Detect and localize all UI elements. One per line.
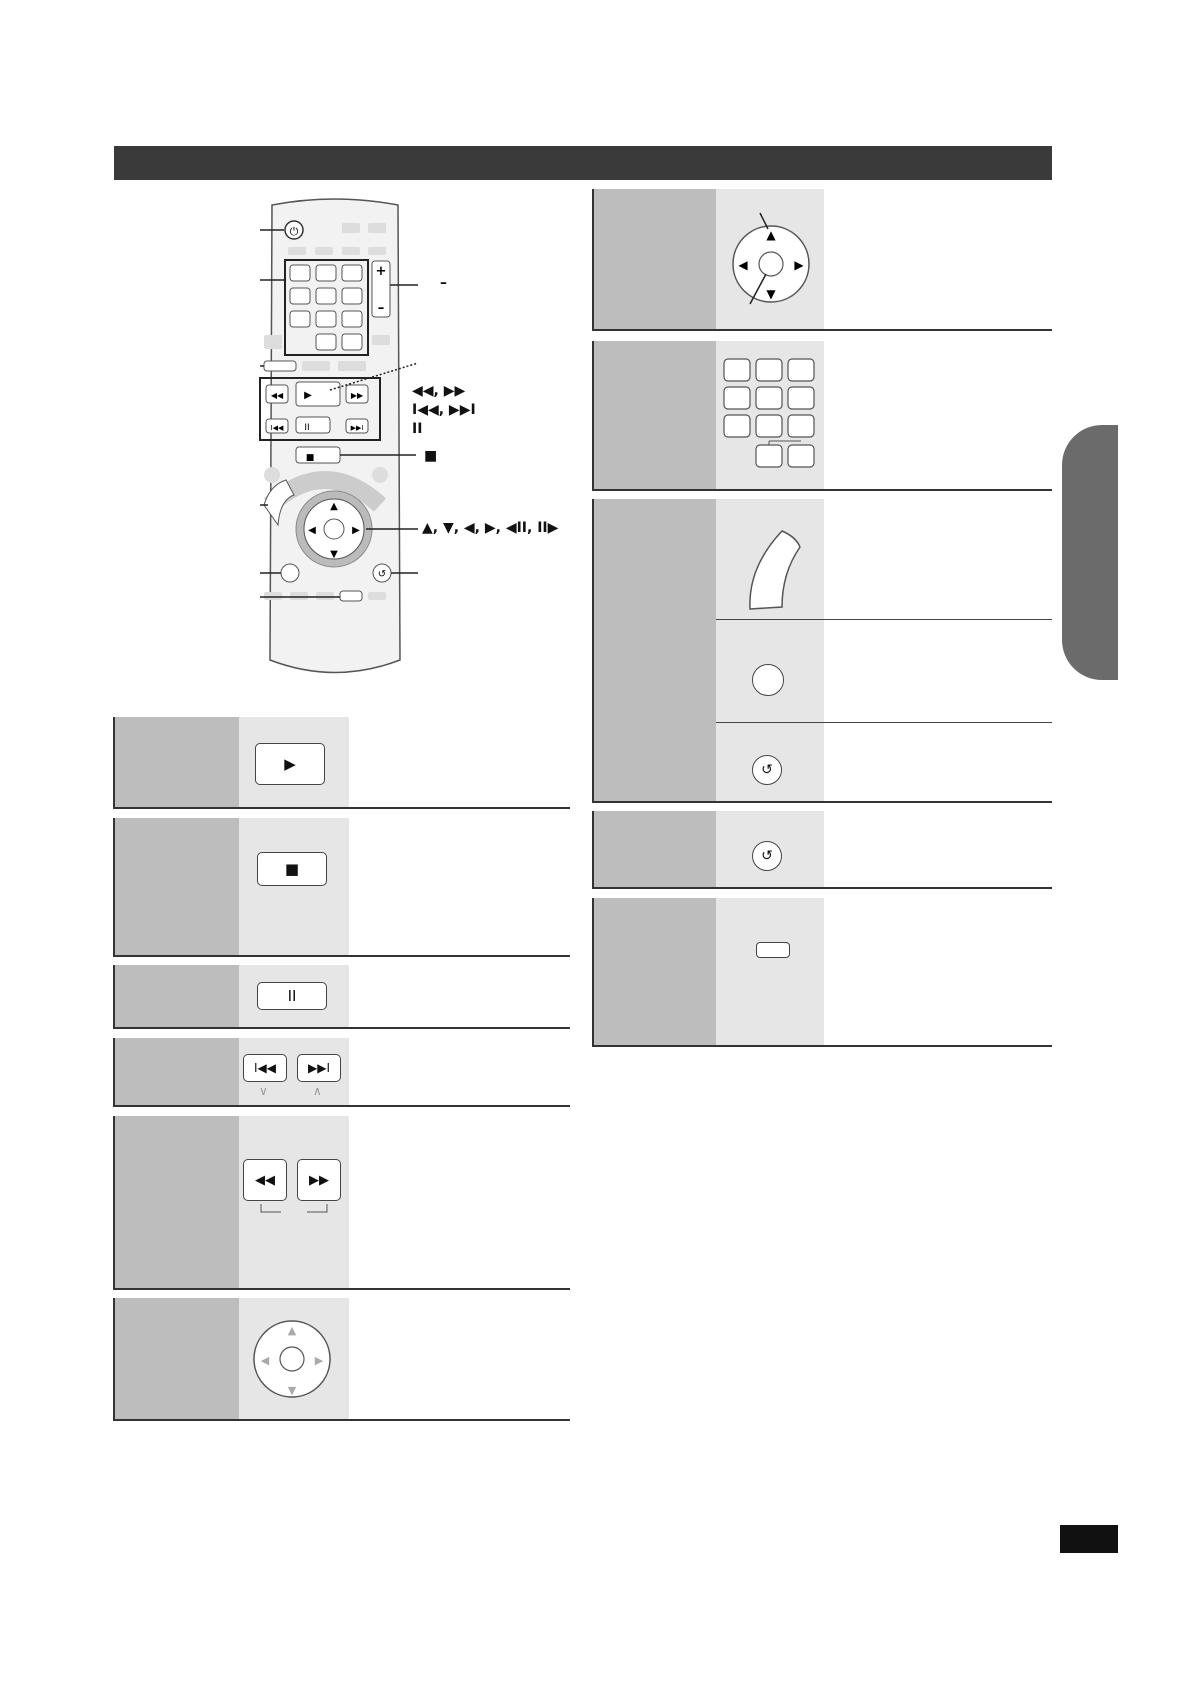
- svg-text:I◀◀: I◀◀: [271, 424, 284, 432]
- callout-stop: ■: [424, 448, 438, 464]
- callout-pause: II: [412, 421, 423, 437]
- svg-text:▼: ▼: [330, 549, 338, 560]
- rewind-icon: ◀◀: [255, 1172, 275, 1188]
- play-button: ▶: [255, 743, 325, 785]
- remote-control-illustration: ⏻ + – ◀◀ ▶ ▶▶ I◀◀ II ▶▶I ■ ▲ ▼ ◀ ▶: [259, 198, 419, 674]
- svg-text:▶: ▶: [315, 1354, 324, 1367]
- svg-text:◀: ◀: [261, 1354, 270, 1367]
- page-number-box: [1060, 1525, 1118, 1553]
- return-icon: ↺: [761, 848, 773, 864]
- svg-text:▲: ▲: [766, 228, 776, 242]
- fast-forward-icon: ▶▶: [309, 1172, 329, 1188]
- return-icon: ↺: [761, 762, 773, 778]
- svg-text:↺: ↺: [378, 569, 386, 580]
- pause-button: II: [257, 982, 327, 1010]
- svg-text:–: –: [378, 301, 385, 316]
- row-cursor: ▲ ▼ ◀ ▶: [592, 189, 1052, 331]
- section-header-bar: [114, 146, 1052, 180]
- svg-text:▲: ▲: [288, 1324, 297, 1337]
- caret-up-icon: ∧: [313, 1084, 322, 1098]
- bracket-icon: [260, 1204, 328, 1213]
- return-button-2: ↺: [752, 841, 782, 871]
- play-icon: ▶: [284, 754, 296, 773]
- stop-icon: ■: [284, 859, 300, 878]
- search-forward-button: ▶▶: [297, 1159, 341, 1201]
- skip-back-button: I◀◀: [243, 1054, 287, 1082]
- pause-icon: II: [287, 986, 297, 1005]
- svg-text:■: ■: [306, 453, 315, 463]
- row-pause: II: [113, 965, 570, 1029]
- svg-text:▲: ▲: [330, 501, 338, 512]
- skip-back-icon: I◀◀: [254, 1061, 276, 1075]
- menu-arc-button-icon: [749, 530, 801, 610]
- svg-text:▶: ▶: [352, 525, 360, 536]
- cursor-pad-icon: ▲ ▼ ◀ ▶: [732, 212, 810, 305]
- circle-button-icon: [752, 664, 784, 696]
- callout-skip: I◀◀, ▶▶I: [412, 402, 476, 418]
- row-return: ↺: [592, 811, 1052, 889]
- row-skip: I◀◀ ▶▶I ∨ ∧: [113, 1038, 570, 1107]
- stop-button: ■: [257, 852, 327, 886]
- svg-text:▶: ▶: [794, 258, 804, 272]
- caret-down-icon: ∨: [259, 1084, 268, 1098]
- side-chapter-tab: [1062, 425, 1118, 680]
- svg-text:▼: ▼: [766, 287, 776, 301]
- svg-text:+: +: [376, 264, 387, 279]
- row-function: [592, 898, 1052, 1047]
- return-button: ↺: [752, 755, 782, 785]
- svg-text:▼: ▼: [288, 1384, 297, 1397]
- svg-text:◀: ◀: [308, 525, 316, 536]
- row-search: ◀◀ ▶▶: [113, 1116, 570, 1290]
- search-back-button: ◀◀: [243, 1159, 287, 1201]
- svg-text:⏻: ⏻: [290, 225, 299, 238]
- oblong-button-icon: [756, 942, 790, 958]
- row-slow: ▲ ▼ ◀ ▶: [113, 1298, 570, 1421]
- svg-text:◀: ◀: [738, 258, 748, 272]
- skip-forward-button: ▶▶I: [297, 1054, 341, 1082]
- row-play: ▶: [113, 717, 570, 809]
- svg-text:◀◀: ◀◀: [271, 391, 284, 400]
- callout-search: ◀◀, ▶▶: [412, 383, 466, 399]
- direction-pad-icon: ▲ ▼ ◀ ▶: [253, 1320, 331, 1398]
- skip-forward-icon: ▶▶I: [308, 1061, 330, 1075]
- row-menu: ↺: [592, 499, 1052, 803]
- callout-cursor: ▲, ▼, ◀, ▶, ◀II, II▶: [422, 520, 559, 536]
- number-pad-icon: [723, 358, 815, 468]
- svg-text:▶▶I: ▶▶I: [351, 424, 364, 432]
- row-numeric: [592, 341, 1052, 491]
- svg-text:II: II: [304, 423, 309, 433]
- callout-volume: –: [440, 275, 447, 291]
- svg-text:▶▶: ▶▶: [351, 391, 364, 400]
- svg-text:▶: ▶: [304, 390, 312, 401]
- row-stop: ■: [113, 818, 570, 957]
